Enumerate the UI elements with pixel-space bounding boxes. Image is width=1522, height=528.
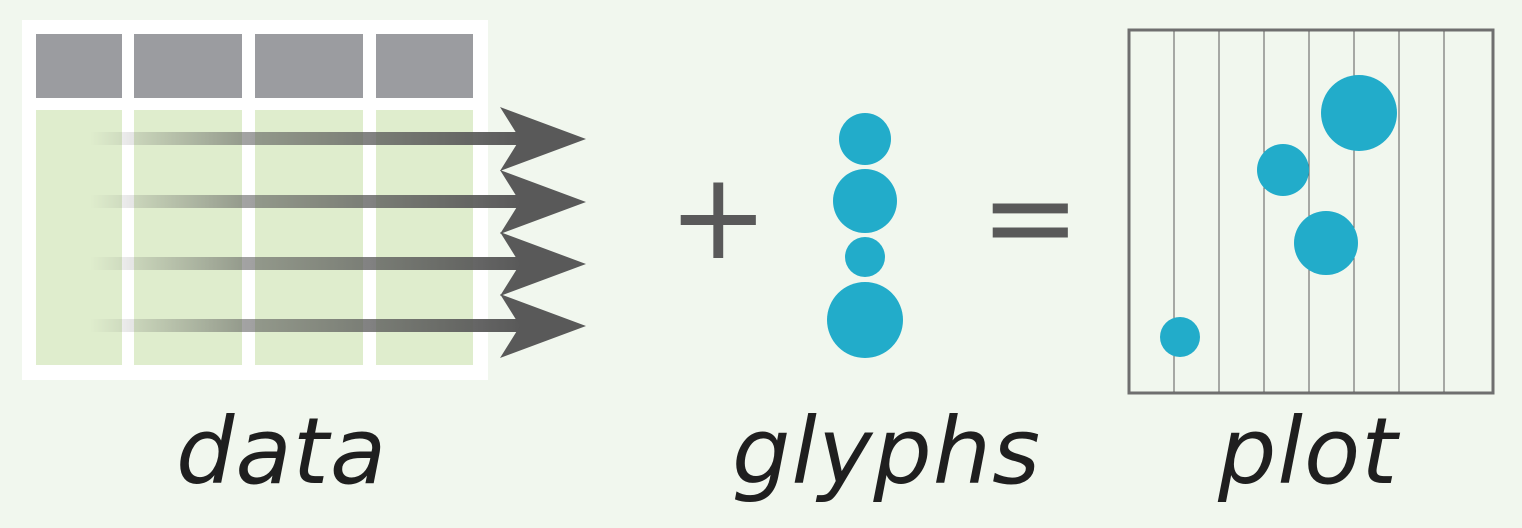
arrow-head: [500, 232, 586, 296]
arrow-head: [500, 294, 586, 358]
plot-point: [1294, 211, 1358, 275]
plus-operator: +: [668, 148, 769, 287]
plot-point: [1257, 144, 1309, 196]
glyph-circle-large: [833, 169, 897, 233]
row-arrow: [90, 232, 586, 296]
arrow-shaft: [90, 195, 522, 208]
glyphs-label: glyphs: [732, 398, 1042, 505]
plot-panel: [1127, 28, 1495, 395]
arrow-shaft: [90, 257, 522, 270]
glyph-circle-small: [845, 237, 885, 277]
row-arrow: [90, 170, 586, 234]
glyph-circle-medium: [839, 113, 891, 165]
equals-operator: =: [980, 148, 1081, 287]
table-header-cell: [134, 34, 242, 98]
plot-label: plot: [1218, 398, 1399, 505]
arrow-shaft: [90, 132, 522, 145]
row-arrows: [90, 107, 586, 358]
table-header-cell: [36, 34, 122, 98]
arrow-head: [500, 107, 586, 171]
row-arrow: [90, 294, 586, 358]
plot-gridlines: [1173, 31, 1445, 392]
table-header-cell: [376, 34, 473, 98]
row-arrow: [90, 107, 586, 171]
arrow-shaft: [90, 319, 522, 332]
glyph-circle-xlarge: [827, 282, 903, 358]
plot-point: [1321, 75, 1397, 151]
table-header-cell: [255, 34, 363, 98]
plot-frame: [1127, 28, 1495, 395]
plot-point: [1160, 317, 1200, 357]
arrow-head: [500, 170, 586, 234]
data-label: data: [176, 398, 388, 505]
glyph-stack: [827, 113, 903, 358]
